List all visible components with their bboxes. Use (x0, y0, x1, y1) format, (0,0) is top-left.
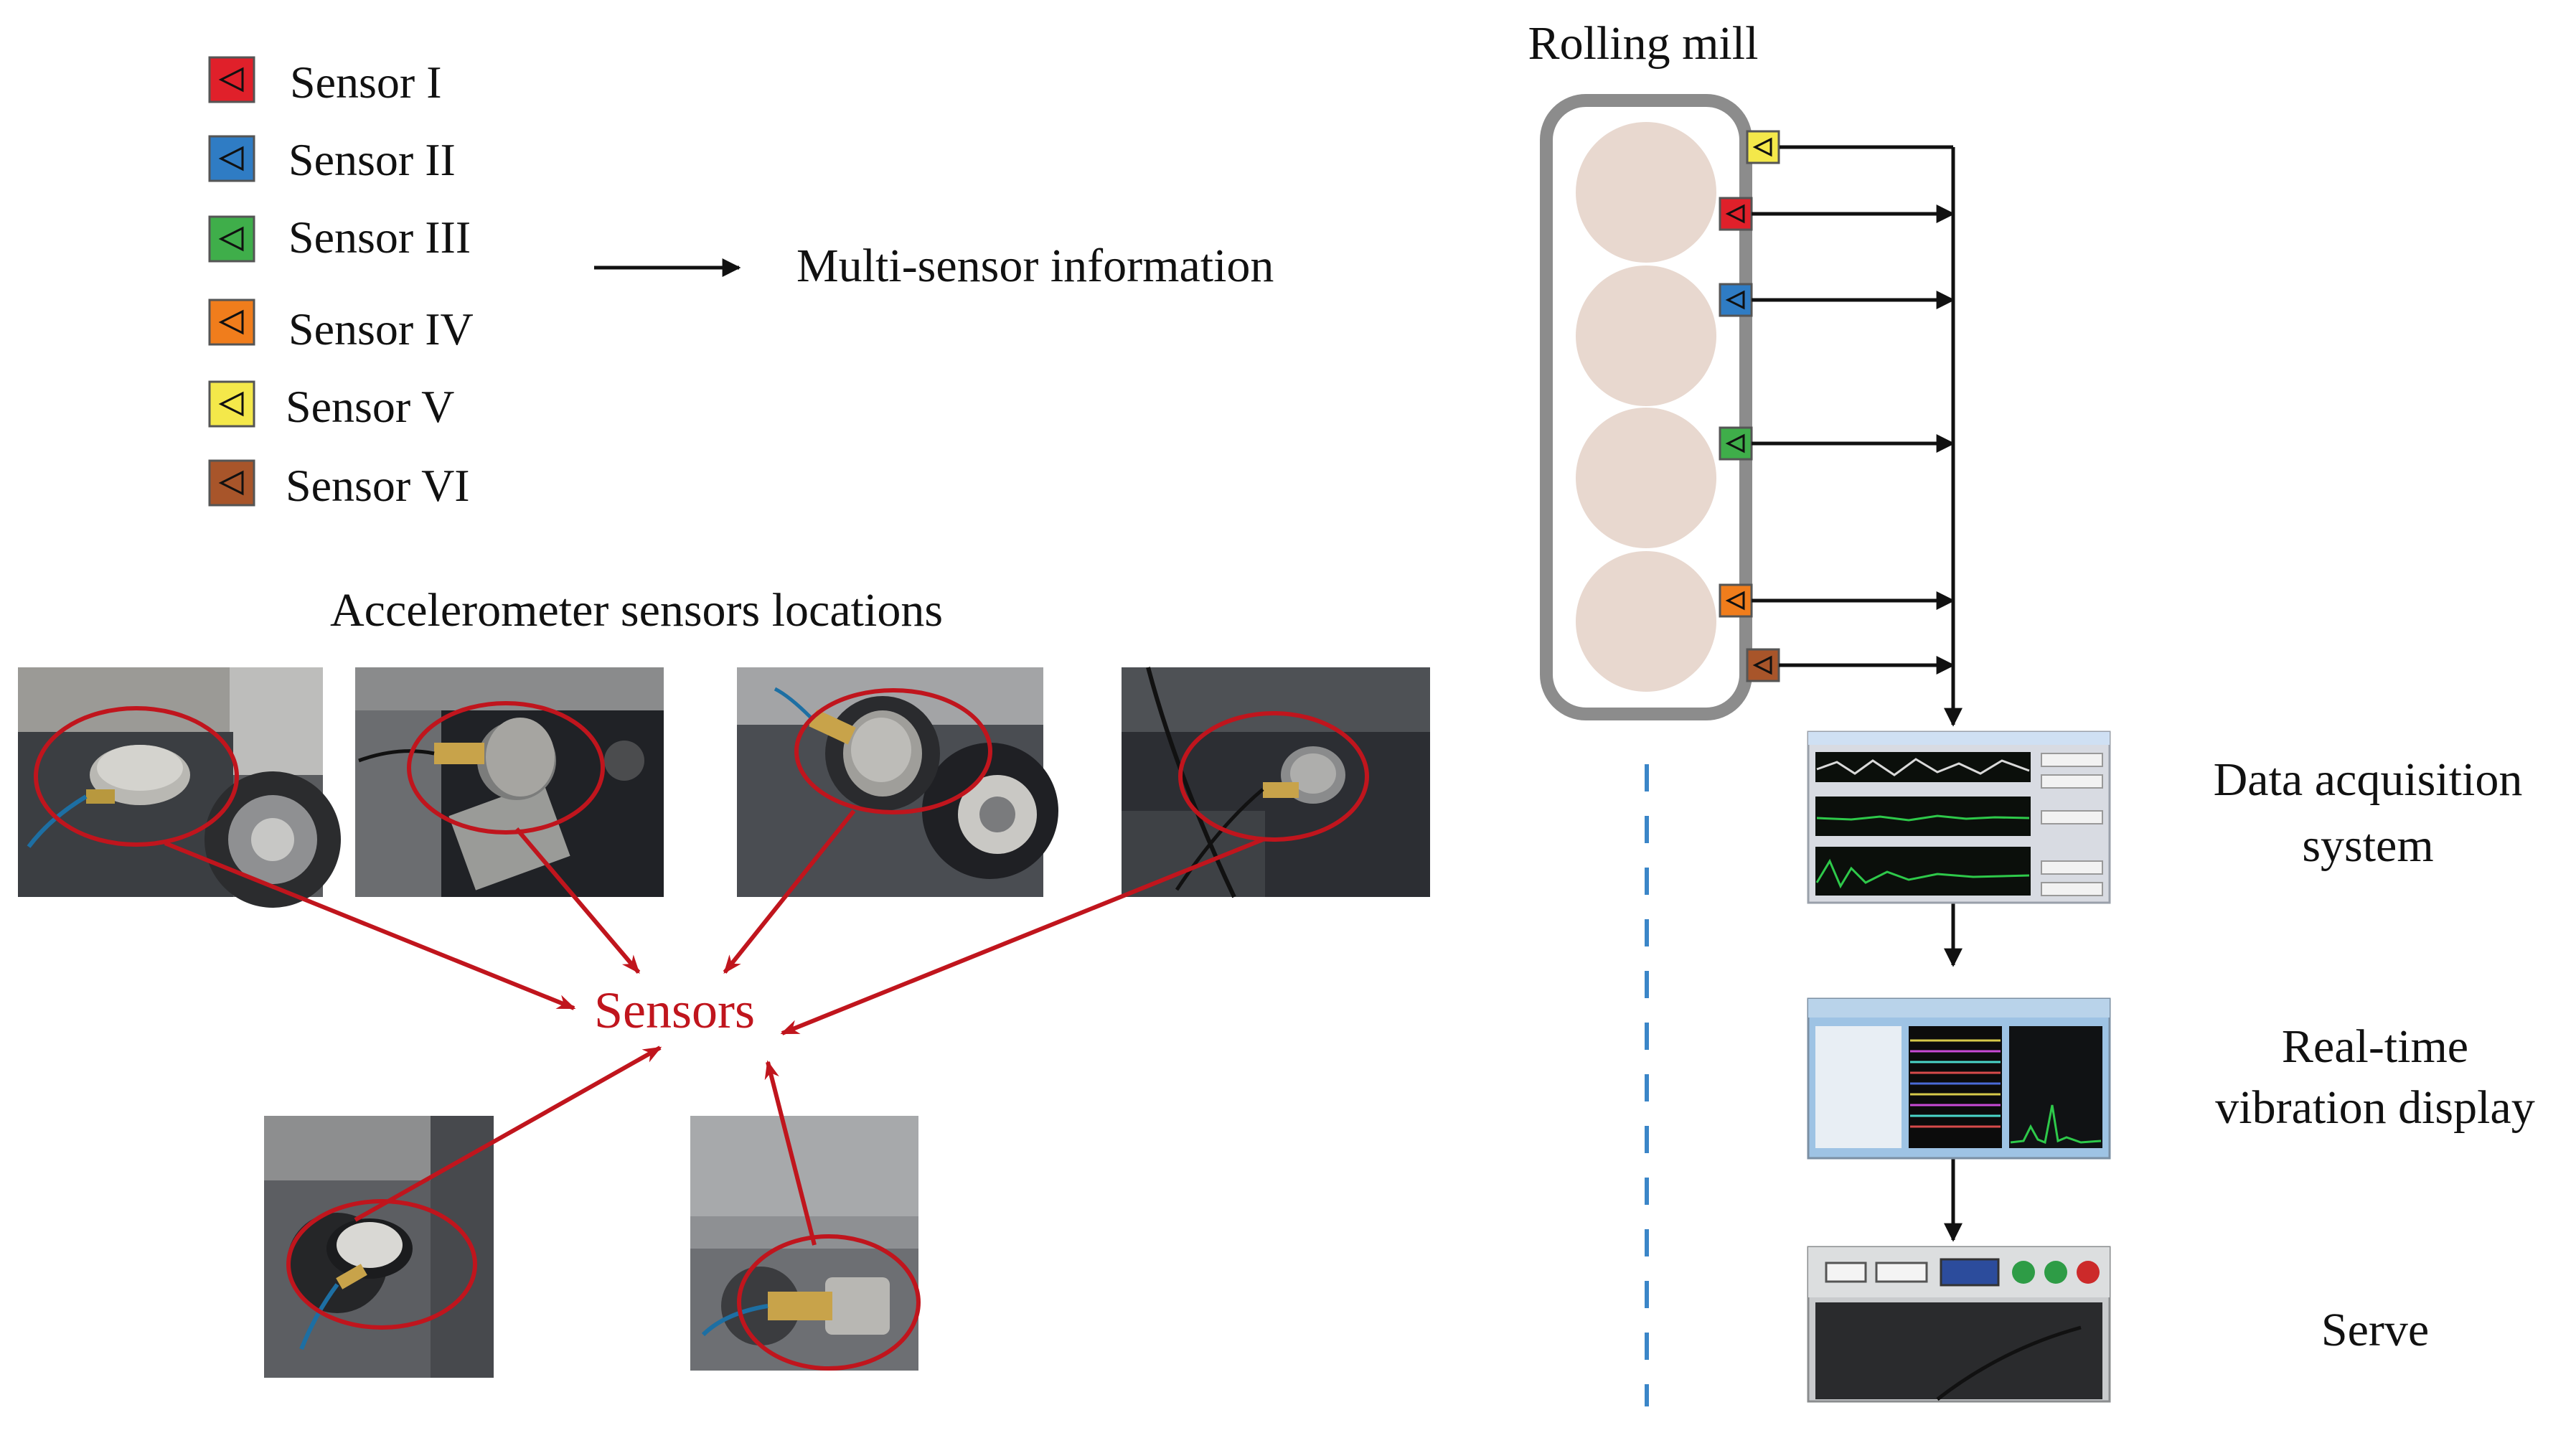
arrow-photo1-to-sensors (164, 841, 576, 1010)
mill-sensor-vi (1746, 648, 1780, 682)
legend-label: Sensor II (288, 134, 456, 185)
sensor-photo-2 (355, 667, 664, 897)
sensor-iii-swatch (208, 215, 255, 263)
triangle-icon (1725, 591, 1745, 611)
sensor-connection-lines (1752, 145, 1962, 1242)
vibration-display-label-line2: vibration display (2215, 1081, 2534, 1134)
mill-sensor-iv (1719, 583, 1753, 618)
legend-item: Sensor III (208, 212, 471, 263)
sensor-legend: Sensor I Sensor II Sensor III Sensor IV … (208, 56, 474, 511)
photos-title: Accelerometer sensors locations (330, 584, 943, 636)
arrow-photo4-to-sensors (780, 837, 1264, 1035)
triangle-icon (1752, 137, 1772, 157)
legend-label: Sensor III (288, 212, 471, 263)
photo-to-sensors-arrows (164, 809, 1264, 1246)
sensor-iv-triangle-icon (218, 309, 244, 335)
sensor-photo-6 (690, 1116, 921, 1371)
mill-sensor-v (1746, 130, 1780, 164)
sensor-photo-4 (1122, 667, 1430, 898)
sensor-iv-swatch (208, 299, 255, 346)
arrow-photo6-to-sensors (764, 1060, 817, 1246)
serve-label: Serve (2321, 1304, 2429, 1356)
legend-item: Sensor V (208, 380, 454, 432)
data-acquisition-label-line1: Data acquisition (2214, 753, 2523, 806)
mill-sensor-i (1719, 197, 1753, 231)
arrow-photo5-to-sensors (354, 1046, 662, 1222)
sensor-v-triangle-icon (218, 391, 244, 417)
mill-roll (1576, 122, 1716, 263)
sensor-vi-triangle-icon (218, 470, 244, 496)
triangle-icon (1752, 655, 1772, 675)
sensor-photo-1 (18, 667, 341, 908)
mill-sensor-ii (1719, 283, 1753, 317)
rolling-mill-title: Rolling mill (1528, 17, 1759, 70)
legend-label: Sensor I (290, 57, 442, 108)
mill-roll (1576, 408, 1716, 548)
mill-sensor-iii (1719, 426, 1753, 461)
mill-sensors (1719, 130, 1780, 682)
legend-label: Sensor VI (286, 460, 470, 511)
sensor-i-swatch (208, 56, 255, 103)
data-acquisition-screen-icon (1807, 730, 2111, 904)
sensors-center-label: Sensors (594, 982, 755, 1039)
vibration-display-screen-icon (1807, 997, 2111, 1160)
legend-item: Sensor VI (208, 459, 470, 511)
multi-sensor-information-label: Multi-sensor information (796, 240, 1274, 292)
sensor-i-triangle-icon (218, 67, 244, 93)
sensor-photo-5 (264, 1116, 494, 1378)
arrow-photo3-to-sensors (723, 809, 856, 974)
mill-roll (1576, 551, 1716, 692)
vibration-display-label-line1: Real-time (2282, 1020, 2468, 1073)
legend-item: Sensor I (208, 56, 442, 108)
arrow-photo2-to-sensors (514, 827, 641, 974)
sensor-v-swatch (208, 380, 255, 428)
sensor-iii-triangle-icon (218, 226, 244, 252)
triangle-icon (1725, 433, 1745, 454)
mill-roll (1576, 266, 1716, 406)
triangle-icon (1725, 290, 1745, 310)
legend-item: Sensor II (208, 134, 456, 185)
sensor-photo-3 (737, 667, 1058, 897)
legend-label: Sensor IV (288, 304, 474, 354)
sensor-ii-triangle-icon (218, 146, 244, 172)
sensor-ii-swatch (208, 135, 255, 182)
data-acquisition-label-line2: system (2302, 819, 2433, 872)
rolling-mill-frame (1540, 94, 1752, 720)
server-hardware-icon (1807, 1246, 2111, 1403)
legend-item: Sensor IV (208, 299, 474, 354)
triangle-icon (1725, 204, 1745, 224)
sensor-vi-swatch (208, 459, 255, 507)
legend-label: Sensor V (286, 381, 454, 432)
